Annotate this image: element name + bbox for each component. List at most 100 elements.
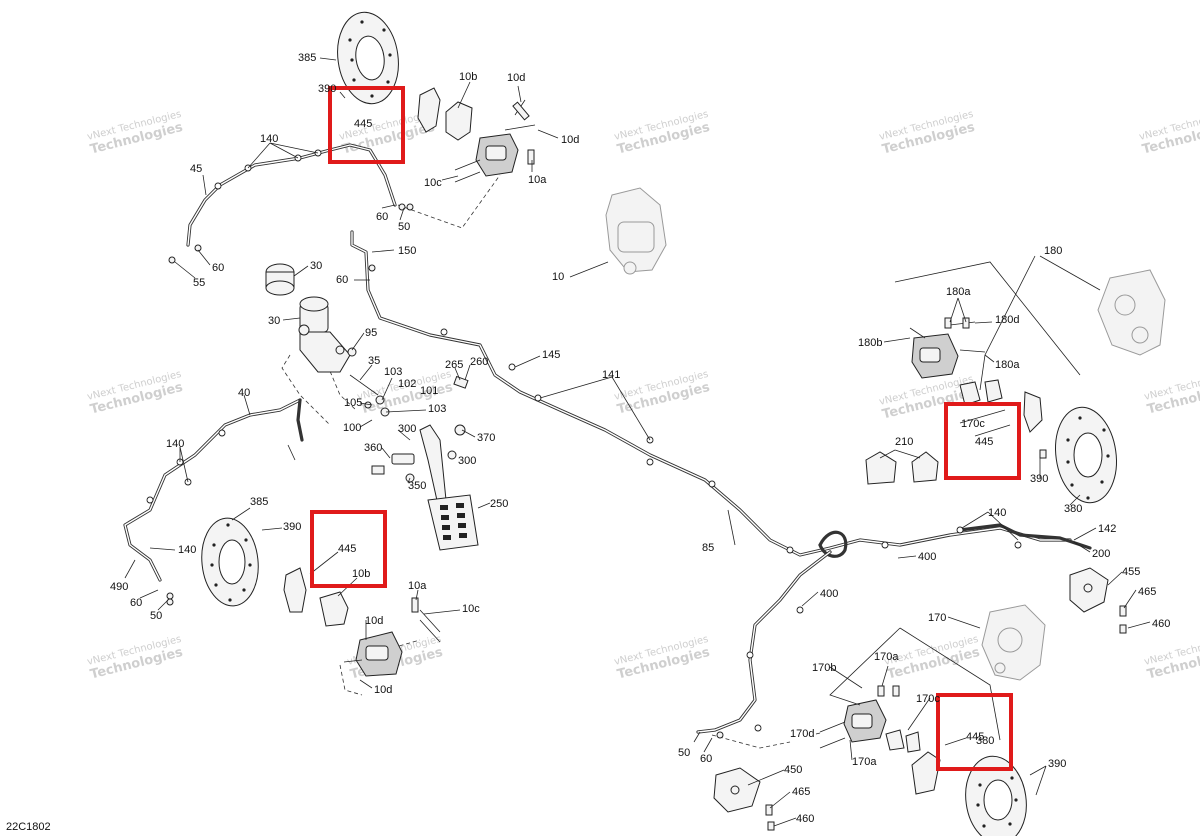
part-label-465-a: 465 bbox=[1138, 586, 1156, 598]
part-label-10: 10 bbox=[552, 271, 564, 283]
brake-disc-left bbox=[201, 517, 259, 607]
part-label-385-left: 385 bbox=[250, 496, 268, 508]
part-label-60-e: 60 bbox=[700, 753, 712, 765]
part-label-10d-left-a: 10d bbox=[365, 615, 383, 627]
part-label-180b: 180b bbox=[858, 337, 882, 349]
part-label-460-a: 460 bbox=[1152, 618, 1170, 630]
part-label-105: 105 bbox=[344, 397, 362, 409]
highlight-box-top bbox=[328, 86, 405, 164]
watermark: vNext Technologies Technologies bbox=[613, 369, 712, 418]
part-label-170c-b: 170c bbox=[916, 693, 940, 705]
part-label-10c-left: 10c bbox=[462, 603, 480, 615]
part-label-60-d: 60 bbox=[130, 597, 142, 609]
caliper-assembly-rear bbox=[819, 685, 941, 795]
part-label-300-b: 300 bbox=[458, 455, 476, 467]
part-label-170b: 170b bbox=[812, 662, 836, 674]
part-label-140-left-b: 140 bbox=[178, 544, 196, 556]
part-label-140-right: 140 bbox=[988, 507, 1006, 519]
part-label-102: 102 bbox=[398, 378, 416, 390]
part-label-385-top: 385 bbox=[298, 52, 316, 64]
watermark: vNext Technologies Technologies bbox=[1143, 369, 1200, 418]
highlight-box-bottom bbox=[936, 693, 1013, 771]
part-label-390-left: 390 bbox=[283, 521, 301, 533]
watermark: vNext Technologies Technologies bbox=[878, 109, 977, 158]
highlight-box-right bbox=[944, 402, 1021, 480]
part-label-10a-left: 10a bbox=[408, 580, 427, 592]
part-label-390-right: 390 bbox=[1030, 473, 1048, 485]
part-label-490: 490 bbox=[110, 581, 128, 593]
part-label-180: 180 bbox=[1044, 245, 1062, 257]
part-label-350: 350 bbox=[408, 480, 426, 492]
bracket-450 bbox=[713, 767, 761, 813]
caliper-assembly-left bbox=[283, 567, 441, 677]
part-label-101: 101 bbox=[420, 385, 438, 397]
ghost-caliper-rear-right bbox=[981, 604, 1046, 681]
part-label-103-a: 103 bbox=[384, 366, 402, 378]
ghost-caliper-front-left bbox=[605, 187, 667, 275]
watermark: vNext Technologies Technologies bbox=[86, 369, 185, 418]
watermark: vNext Technologies Technologies bbox=[86, 634, 185, 683]
part-label-180a-a: 180a bbox=[946, 286, 971, 298]
part-label-30-b: 30 bbox=[268, 315, 280, 327]
watermark: vNext Technologies Technologies bbox=[86, 109, 185, 158]
brake-disc-top bbox=[337, 11, 399, 105]
part-label-140-left-a: 140 bbox=[166, 438, 184, 450]
part-label-60-b: 60 bbox=[212, 262, 224, 274]
part-label-30-a: 30 bbox=[310, 260, 322, 272]
part-label-150: 150 bbox=[398, 245, 416, 257]
part-label-50-b: 50 bbox=[150, 610, 162, 622]
part-label-360: 360 bbox=[364, 442, 382, 454]
part-label-45: 45 bbox=[190, 163, 202, 175]
part-label-200: 200 bbox=[1092, 548, 1110, 560]
leader-lines bbox=[124, 57, 1151, 827]
part-label-35: 35 bbox=[368, 355, 380, 367]
part-label-142: 142 bbox=[1098, 523, 1116, 535]
part-label-100: 100 bbox=[343, 422, 361, 434]
watermark: vNext Technologies Technologies bbox=[1138, 109, 1200, 158]
part-label-445-bottom: 445 bbox=[966, 731, 984, 743]
master-cylinder-assembly bbox=[265, 263, 357, 373]
part-label-170d: 170d bbox=[790, 728, 814, 740]
part-label-10a-top: 10a bbox=[528, 174, 547, 186]
part-label-10c-top: 10c bbox=[424, 177, 442, 189]
part-label-400-a: 400 bbox=[918, 551, 936, 563]
part-label-40: 40 bbox=[238, 387, 250, 399]
part-label-390-bottom: 390 bbox=[1048, 758, 1066, 770]
highlight-box-left bbox=[310, 510, 387, 588]
part-label-170c-right: 170c bbox=[961, 418, 985, 430]
part-label-95: 95 bbox=[365, 327, 377, 339]
brake-disc-bottom bbox=[965, 755, 1027, 836]
part-label-170a-b: 170a bbox=[852, 756, 877, 768]
caliper-assembly-right bbox=[865, 317, 1047, 485]
part-label-103-b: 103 bbox=[428, 403, 446, 415]
part-label-380-right: 380 bbox=[1064, 503, 1082, 515]
part-label-141: 141 bbox=[602, 369, 620, 381]
part-label-10d-top-b: 10d bbox=[561, 134, 579, 146]
part-label-390-top: 390 bbox=[318, 83, 336, 95]
watermark: vNext Technologies Technologies bbox=[613, 109, 712, 158]
part-label-85: 85 bbox=[702, 542, 714, 554]
part-label-380-bottom: 380 bbox=[976, 735, 994, 747]
part-label-400-b: 400 bbox=[820, 588, 838, 600]
part-label-180a-b: 180a bbox=[995, 359, 1020, 371]
brake-pedal-assembly bbox=[349, 374, 479, 551]
part-label-455: 455 bbox=[1122, 566, 1140, 578]
part-label-10d-left-b: 10d bbox=[374, 684, 392, 696]
part-label-445-left: 445 bbox=[338, 543, 356, 555]
part-label-60-c: 60 bbox=[336, 274, 348, 286]
part-label-180d: 180d bbox=[995, 314, 1019, 326]
part-label-170a-a: 170a bbox=[874, 651, 899, 663]
part-label-145: 145 bbox=[542, 349, 560, 361]
part-label-10d-top-a: 10d bbox=[507, 72, 525, 84]
part-label-300-a: 300 bbox=[398, 423, 416, 435]
part-label-55: 55 bbox=[193, 277, 205, 289]
part-label-370: 370 bbox=[477, 432, 495, 444]
highlight-boxes bbox=[310, 86, 1021, 771]
part-label-265: 265 bbox=[445, 359, 463, 371]
diagram-id: 22C1802 bbox=[6, 821, 51, 833]
ghost-caliper-front-right bbox=[1097, 269, 1166, 356]
part-label-60-a: 60 bbox=[376, 211, 388, 223]
brake-disc-right bbox=[1055, 406, 1117, 504]
watermark: vNext Technologies Technologies bbox=[613, 634, 712, 683]
